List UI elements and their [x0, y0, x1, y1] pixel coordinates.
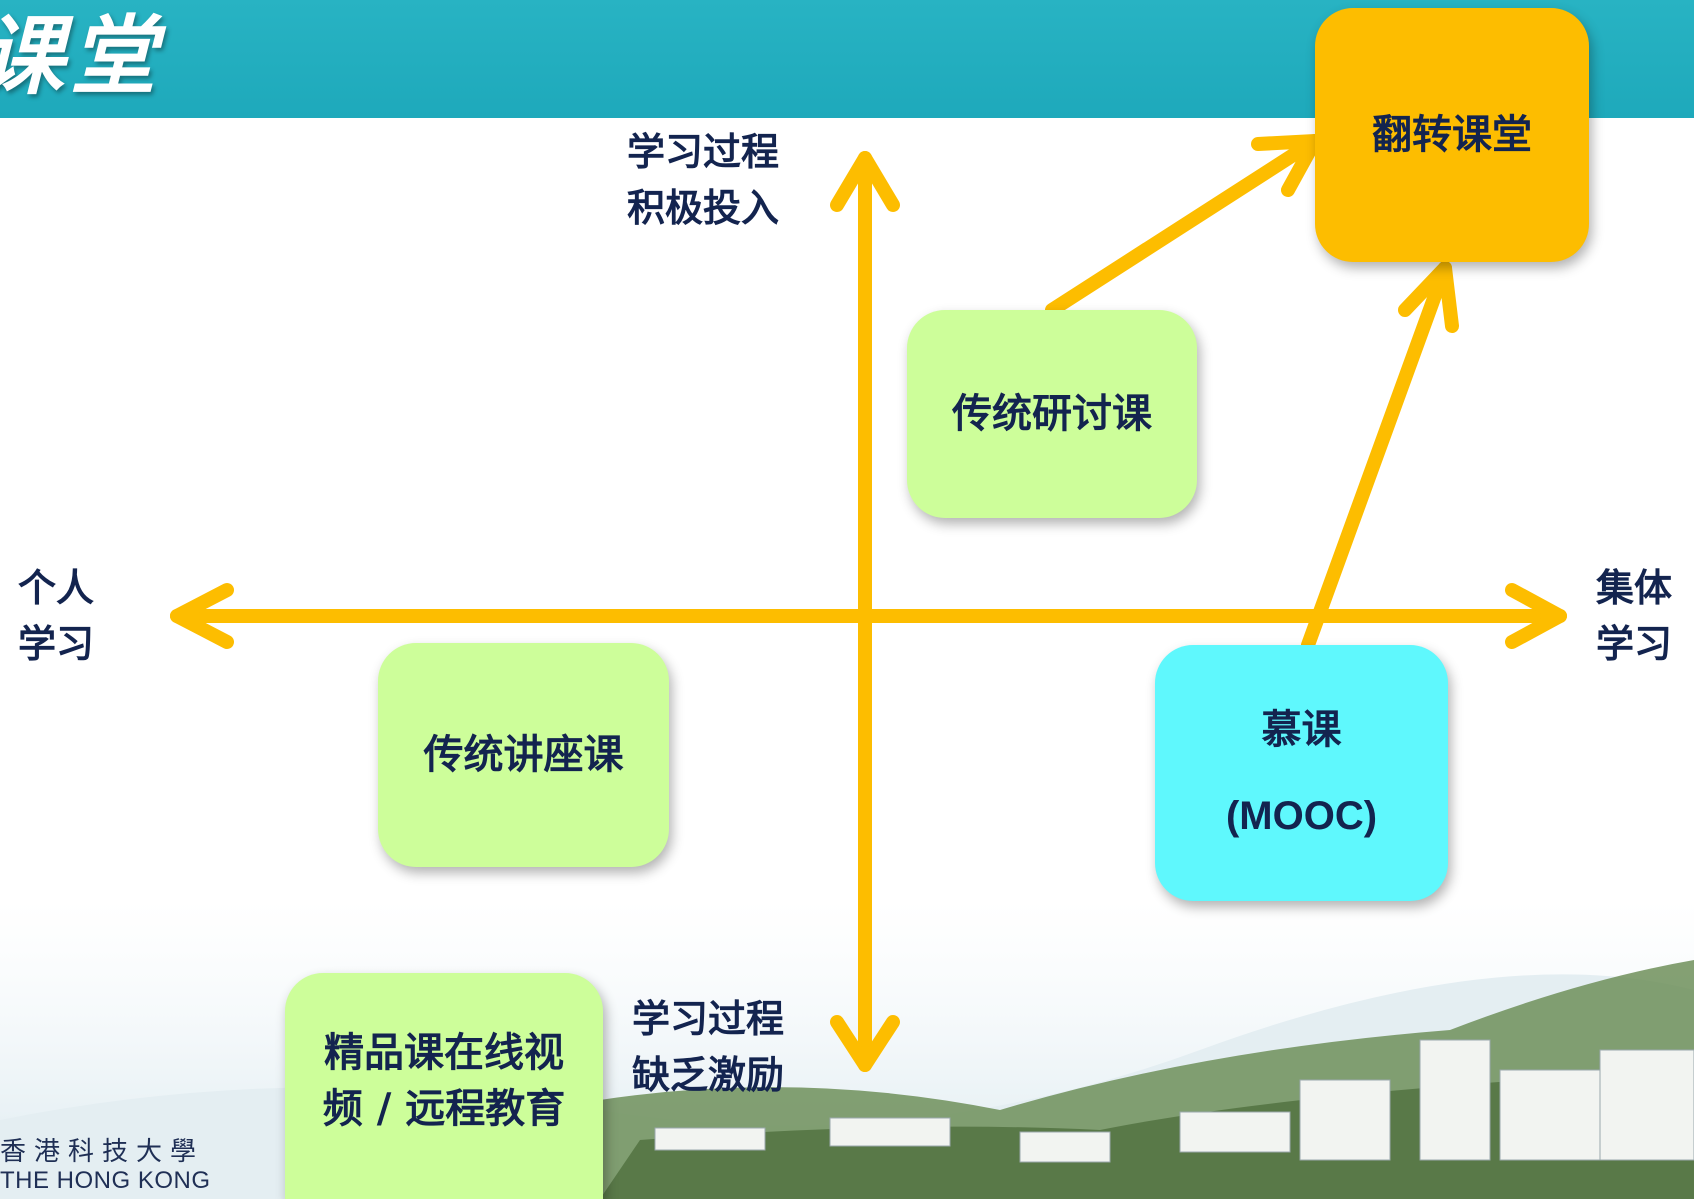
campus-landscape-image — [0, 900, 1694, 1199]
seminar-to-flipped-arrow — [1045, 134, 1322, 317]
vertical-axis-top-arrowhead — [830, 151, 900, 212]
axis-bottom-label-line2: 缺乏激励 — [632, 1052, 785, 1097]
online-video-label-line1: 精品课在线视 — [324, 1029, 564, 1076]
axis-bottom-label-line1: 学习过程 — [632, 996, 785, 1041]
mooc-to-flipped-arrow — [1301, 261, 1452, 652]
axis-top-label-line2: 积极投入 — [627, 185, 780, 230]
traditional-seminar-box: 传统研讨课 — [907, 310, 1197, 518]
axis-left-label: 个人 学习 — [18, 560, 94, 672]
page-title: 课堂 — [0, 6, 162, 107]
axis-right-label: 集体 学习 — [1596, 560, 1672, 672]
axis-left-label-line1: 个人 — [18, 565, 95, 610]
mooc-box: 慕课 (MOOC) — [1155, 645, 1448, 901]
mooc-label: 慕课 — [1261, 706, 1342, 753]
traditional-lecture-box: 传统讲座课 — [378, 643, 669, 867]
axis-left-label-line2: 学习 — [18, 621, 95, 666]
horizontal-axis-right-arrowhead — [1505, 583, 1567, 649]
online-video-label-line2: 频 / 远程教育 — [322, 1085, 566, 1132]
axis-top-label: 学习过程 积极投入 — [627, 124, 779, 236]
university-logo: 香港科技大學 THE HONG KONG — [0, 1136, 211, 1196]
flipped-classroom-label: 翻转课堂 — [1372, 111, 1532, 158]
flipped-classroom-box: 翻转课堂 — [1315, 8, 1589, 262]
axis-right-label-line1: 集体 — [1596, 565, 1673, 610]
traditional-seminar-label: 传统研讨课 — [952, 390, 1152, 437]
university-name-english: THE HONG KONG — [0, 1167, 211, 1194]
horizontal-axis-left-arrowhead — [170, 583, 234, 649]
axis-right-label-line2: 学习 — [1596, 621, 1673, 666]
traditional-lecture-label: 传统讲座课 — [423, 731, 624, 778]
online-video-box: 精品课在线视 频 / 远程教育 — [285, 973, 603, 1199]
axis-top-label-line1: 学习过程 — [627, 129, 780, 174]
vertical-axis-bottom-arrowhead — [830, 1015, 900, 1072]
mooc-abbrev-label: (MOOC) — [1225, 794, 1378, 838]
mooc-to-flipped-arrowhead — [1398, 261, 1459, 333]
axis-bottom-label: 学习过程 缺乏激励 — [632, 991, 784, 1103]
university-name-chinese: 香港科技大學 — [0, 1136, 205, 1166]
